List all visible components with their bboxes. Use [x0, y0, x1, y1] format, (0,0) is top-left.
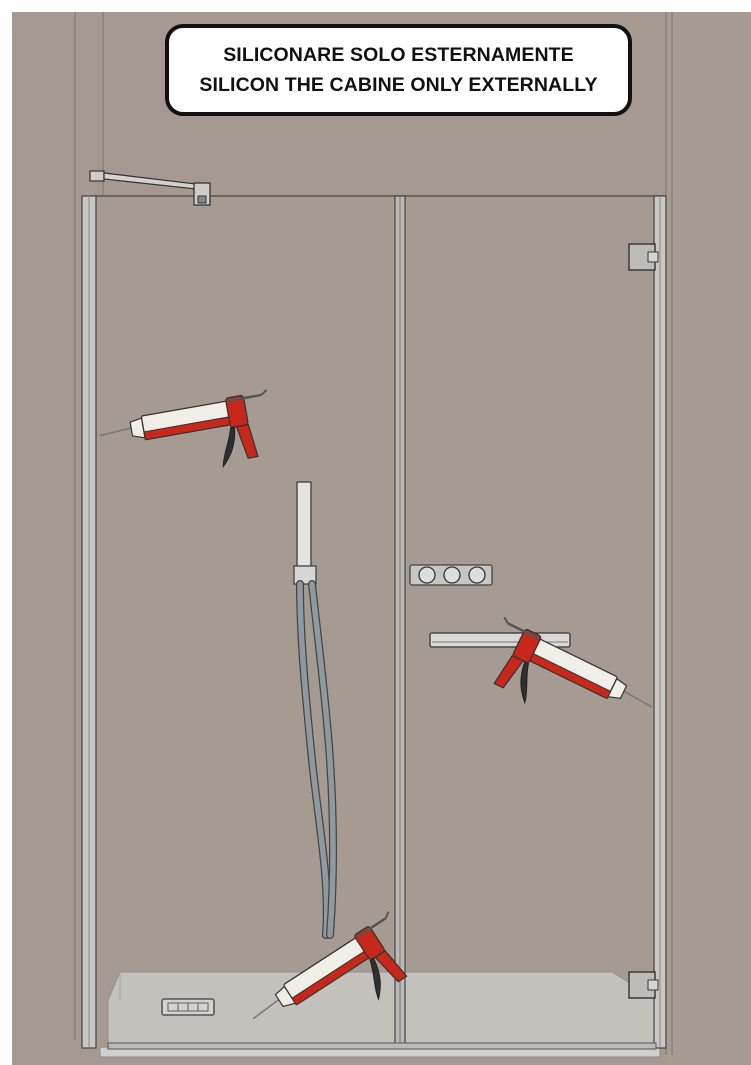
fixed-glass-panel: [97, 196, 397, 1048]
hinge-icon: [629, 244, 658, 270]
right-wall-profile: [654, 196, 666, 1048]
left-wall-profile: [82, 196, 96, 1048]
door-glass-panel: [405, 196, 657, 1048]
bottom-profile: [108, 1043, 656, 1049]
hinge-icon: [629, 972, 658, 998]
mixer-valve-icon: [410, 565, 492, 585]
instruction-notice: SILICONARE SOLO ESTERNAMENTE SILICON THE…: [165, 24, 632, 116]
notice-line-italian: SILICONARE SOLO ESTERNAMENTE: [223, 40, 574, 70]
right-wall: [666, 12, 751, 1065]
notice-line-english: SILICON THE CABINE ONLY EXTERNALLY: [199, 70, 597, 100]
panel-junction: [395, 196, 405, 1048]
